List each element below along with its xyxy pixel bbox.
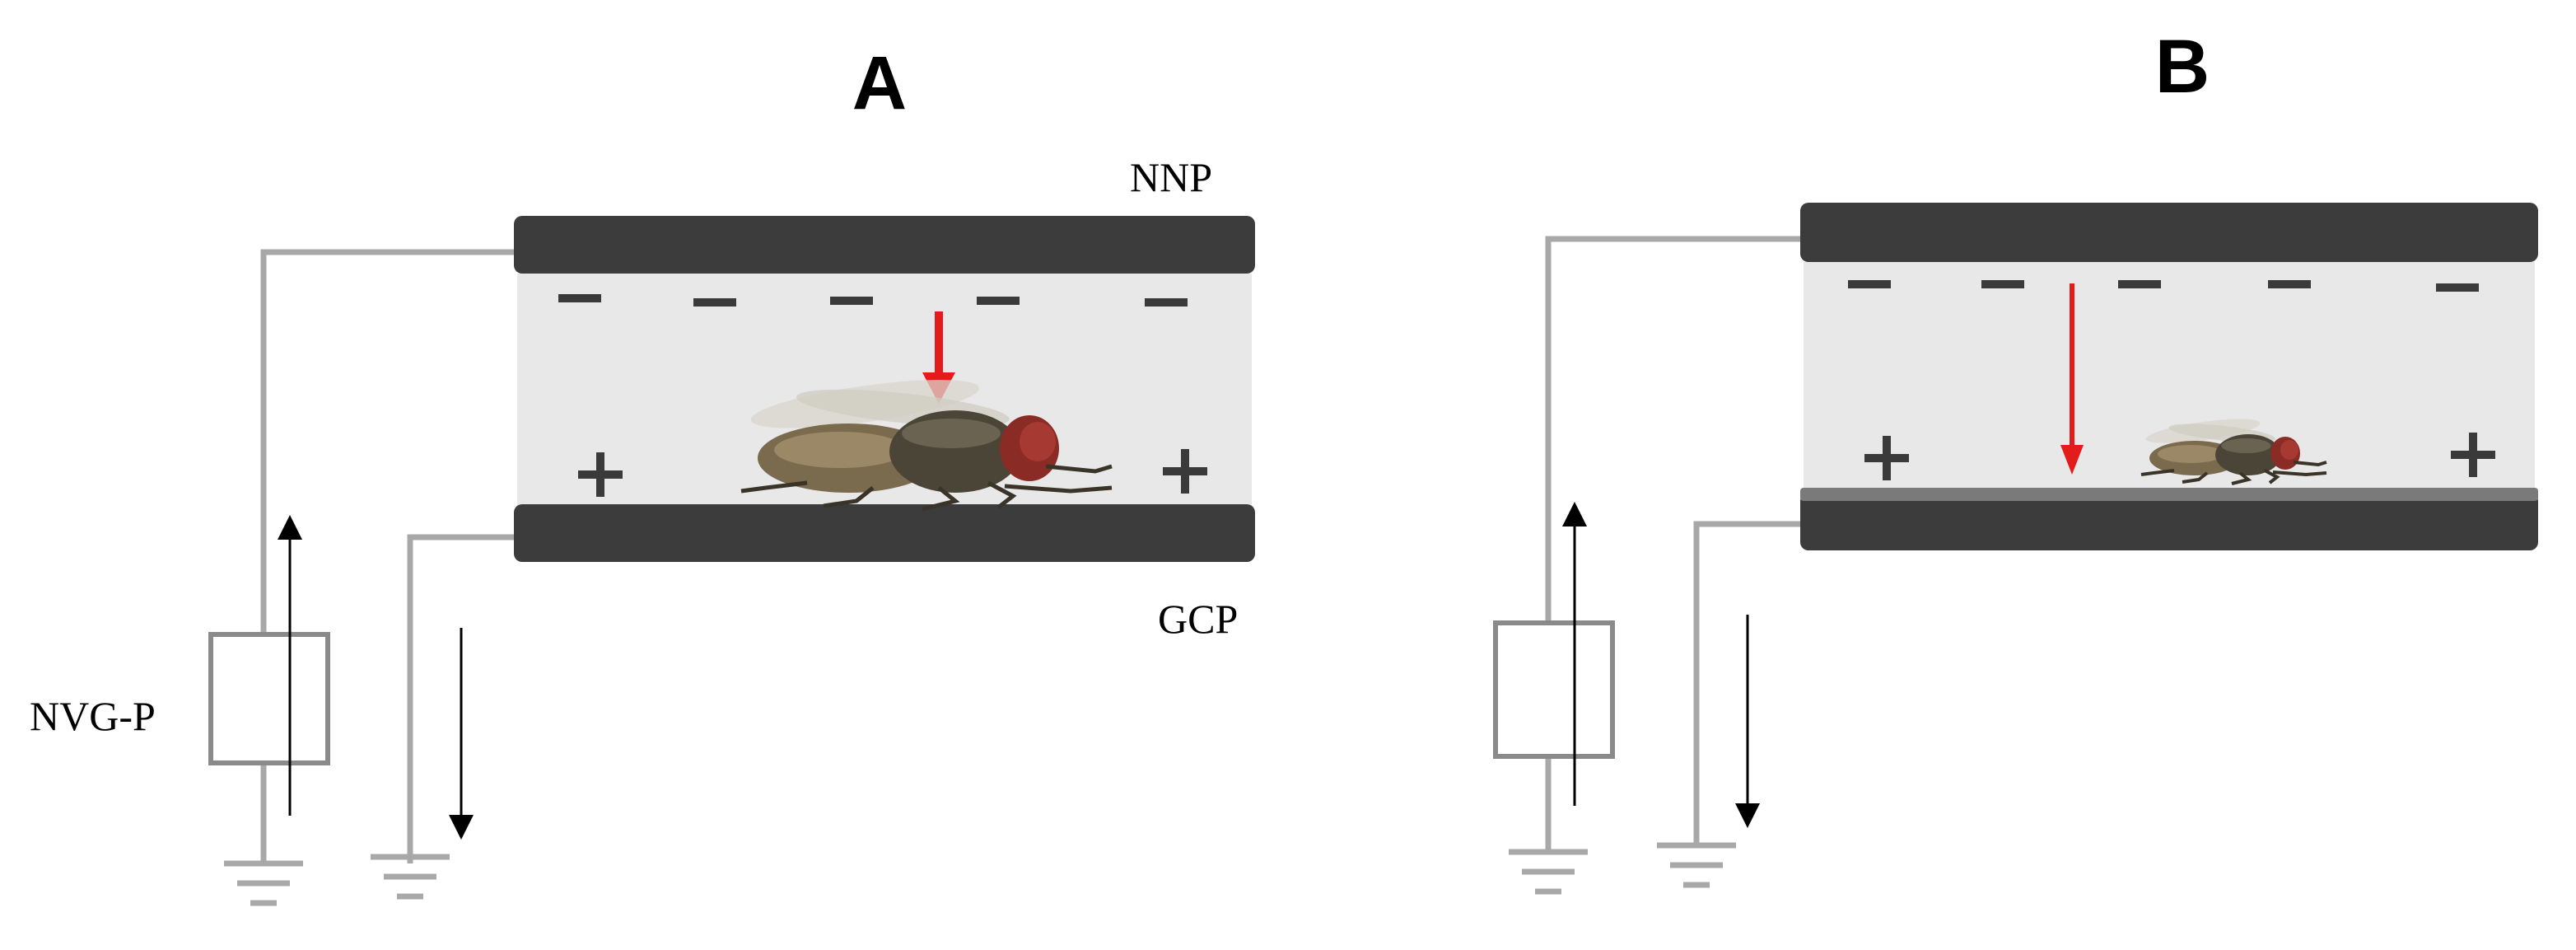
ground-symbol-icon [1509, 849, 1588, 895]
panel-b-force-arrow [2060, 283, 2084, 475]
negative-charge [830, 297, 873, 305]
housefly-icon [2140, 419, 2327, 485]
negative-charge [2436, 283, 2479, 292]
panel-a-bottom-plate-label: GCP [1158, 596, 1238, 642]
ground-symbol-icon [1657, 842, 1736, 888]
panel-b-negative-charges [1848, 280, 2479, 292]
negative-charge [1145, 298, 1188, 307]
positive-charge [2451, 433, 2495, 477]
panel-b-title: B [2155, 25, 2210, 109]
panel-b-bottom-wire [1693, 521, 1800, 845]
negative-charge [2268, 280, 2311, 288]
panel-b-charged-layer [1800, 488, 2538, 501]
panel-a: A NNP GCP [30, 41, 1255, 906]
panel-b: B [1493, 25, 2538, 895]
panel-a-source-label: NVG-P [30, 693, 156, 739]
panel-a-positive-charges [578, 449, 1207, 497]
ground-symbol-icon [224, 860, 303, 906]
ground-symbol-icon [371, 854, 450, 900]
panel-a-top-plate-label: NNP [1130, 154, 1212, 200]
panel-b-top-wire [1545, 236, 1800, 623]
negative-charge [977, 297, 1020, 305]
panel-b-bottom-plate [1800, 493, 2538, 550]
positive-charge [1864, 436, 1909, 480]
positive-charge [578, 452, 623, 497]
panel-b-positive-charges [1864, 433, 2495, 480]
power-supply-box-icon [1493, 620, 1615, 759]
panel-a-wiring [260, 249, 514, 863]
negative-charge [1981, 280, 2024, 288]
housefly-icon [740, 380, 1113, 512]
panel-a-bottom-wire [407, 534, 514, 863]
panel-a-negative-charges [558, 294, 1188, 307]
negative-charge [693, 298, 736, 307]
negative-charge [558, 294, 601, 302]
power-supply-box-icon [208, 632, 330, 765]
panel-b-top-plate [1800, 203, 2538, 262]
panel-a-top-wire [260, 249, 514, 634]
panel-a-title: A [852, 41, 907, 125]
panel-a-bottom-plate [514, 504, 1255, 562]
positive-charge [1163, 449, 1207, 494]
panel-a-top-plate [514, 216, 1255, 274]
negative-charge [2118, 280, 2161, 288]
panel-b-wiring [1545, 236, 1800, 852]
negative-charge [1848, 280, 1891, 288]
